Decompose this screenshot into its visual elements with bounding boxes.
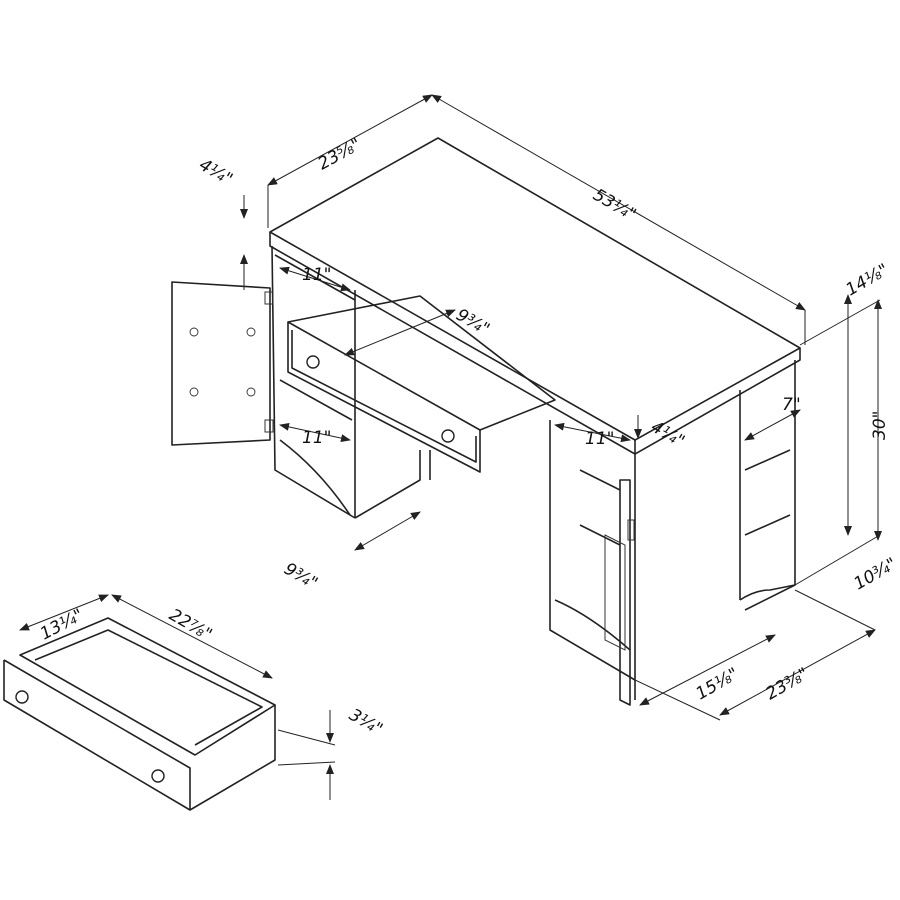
left-pedestal — [271, 245, 431, 519]
dim-top-thickness: 4¼" — [196, 155, 236, 190]
loose-drawer — [3, 617, 276, 811]
dim-pedestal-width: 15⅛" — [693, 664, 743, 704]
dim-top-depth: 23⅝" — [315, 135, 365, 175]
dimension-lines — [19, 94, 882, 800]
dim-right-top-thickness: 4¼" — [648, 417, 688, 452]
center-drawer — [287, 295, 556, 473]
dim-right-upper-shelf: 11" — [585, 429, 614, 449]
dim-hutch-side-height: 14⅛" — [843, 260, 893, 300]
dim-desk-height: 30" — [870, 411, 890, 440]
dim-drawer-height: 3¼" — [346, 705, 386, 740]
dim-drawer-width: 13¼" — [37, 605, 87, 644]
right-pedestal — [549, 420, 636, 706]
dim-drawer-length: 22⅞" — [166, 605, 216, 645]
dim-left-lower-shelf: 11" — [302, 428, 331, 448]
dim-drawer-open-depth: 9¾" — [453, 305, 493, 340]
dim-overall-depth: 23⅜" — [763, 664, 813, 704]
dim-top-width: 53¼" — [590, 185, 640, 225]
dim-pedestal-depth: 9¾" — [281, 559, 321, 594]
dim-side-shelf-height: 10¾" — [851, 554, 900, 594]
dim-left-upper-shelf: 11" — [302, 265, 331, 285]
dim-side-shelf-depth: 7" — [782, 395, 801, 415]
left-door — [171, 281, 274, 446]
